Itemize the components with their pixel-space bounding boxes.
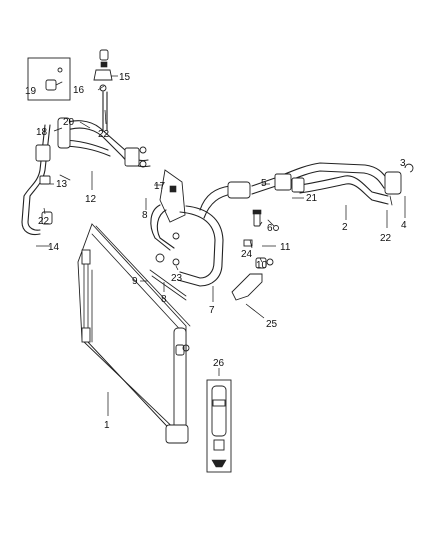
callout-5: 5 [261,178,267,189]
callout-16: 16 [73,85,85,96]
callout-22b: 22 [38,216,50,227]
part-26-drier-kit [206,379,232,473]
callout-25: 25 [266,319,278,330]
callout-22c: 22 [380,233,392,244]
callout-13: 13 [56,179,68,190]
callout-14: 14 [48,242,60,253]
part-6-10-11-24-fittings [231,209,279,301]
callout-17: 17 [154,181,166,192]
leader-lines [36,75,406,416]
callout-22a: 22 [98,129,110,140]
callout-2: 2 [342,222,348,233]
part-2-discharge-hose [251,162,414,206]
callout-9: 9 [132,276,138,287]
callout-19: 19 [25,86,37,97]
callout-26: 26 [213,358,225,369]
callout-7: 7 [209,305,215,316]
callout-20: 20 [63,117,75,128]
callout-24: 24 [241,249,253,260]
part-17-manifold [150,169,186,266]
callout-23: 23 [171,273,183,284]
callout-18: 18 [36,127,48,138]
callout-1: 1 [104,420,110,431]
callout-12: 12 [85,194,97,205]
callout-15: 15 [119,72,131,83]
callout-10: 10 [256,260,268,271]
part-19-inset [27,57,71,101]
callout-8a: 8 [142,210,148,221]
callout-11: 11 [280,242,291,253]
callout-8b: 8 [161,294,167,305]
callout-21: 21 [306,193,318,204]
part-15-16-valve [93,49,113,131]
part-12-left-hose-assembly [21,117,151,236]
callout-3: 3 [400,158,406,169]
callout-labels: 19 15 16 20 18 22 13 12 17 8 22 14 5 3 2… [25,72,407,431]
part-1-condenser [77,223,191,444]
callout-4: 4 [401,220,407,231]
callout-6: 6 [267,223,273,234]
part-7-suction-hose [177,181,251,287]
